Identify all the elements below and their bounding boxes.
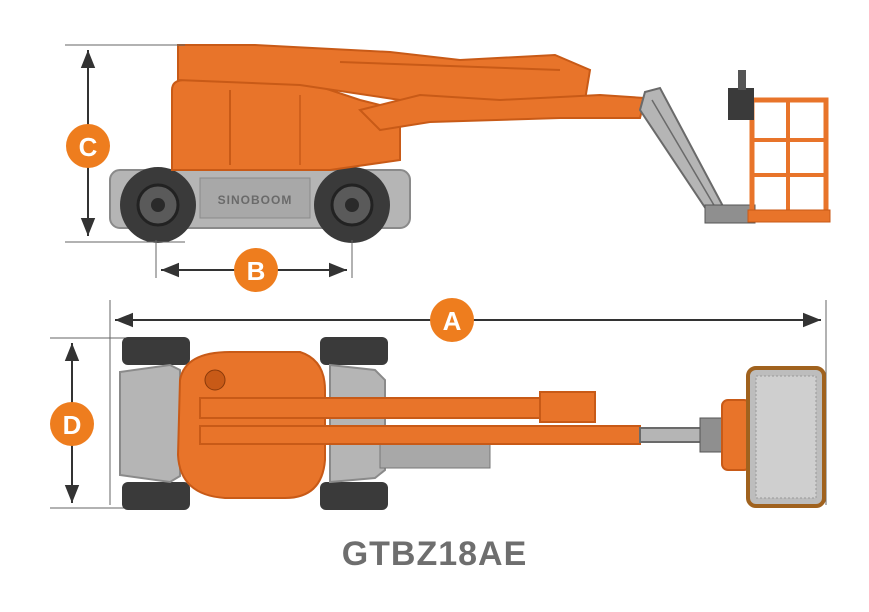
top-platform-floor	[746, 366, 826, 508]
top-upper-boom	[199, 397, 596, 419]
svg-text:B: B	[247, 256, 266, 286]
side-lower-boom	[358, 93, 647, 132]
model-name-caption: GTBZ18AE	[341, 535, 528, 573]
top-front-axle	[329, 363, 386, 484]
side-rear-wheel	[120, 167, 196, 243]
top-tire-rear-left	[122, 337, 190, 365]
top-tire-front-left	[320, 337, 388, 365]
chassis-brand-label: SINOBOOM	[218, 193, 293, 207]
top-rear-axle	[119, 363, 181, 484]
top-tire-front-right	[320, 482, 388, 510]
dimension-b-badge: B	[234, 248, 278, 292]
top-lower-boom	[199, 425, 641, 445]
side-platform-basket	[728, 70, 831, 223]
svg-text:C: C	[79, 132, 98, 162]
dimension-a-badge: A	[430, 298, 474, 342]
svg-text:A: A	[443, 306, 462, 336]
side-chassis-plate	[199, 177, 311, 219]
top-view: A D	[50, 298, 827, 510]
side-main-boom	[177, 44, 592, 112]
top-tire-rear-right	[122, 482, 190, 510]
dimension-d-badge: D	[50, 402, 94, 446]
dimension-c-badge: C	[66, 124, 110, 168]
side-view: SINOBOOM	[65, 44, 831, 292]
side-front-wheel	[314, 167, 390, 243]
svg-text:D: D	[63, 410, 82, 440]
